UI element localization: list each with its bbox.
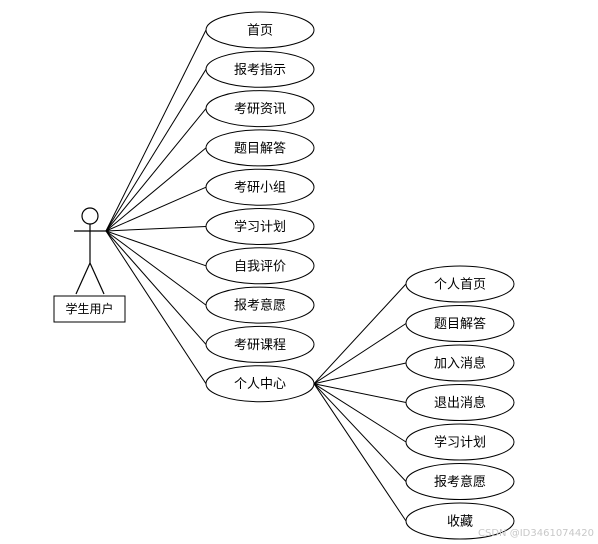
actor-head xyxy=(81,207,99,225)
use-case-label: 报考指示 xyxy=(234,63,286,78)
use-case-ellipse[interactable] xyxy=(205,286,315,324)
use-case-label: 自我评价 xyxy=(234,259,286,274)
use-case-label: 考研资讯 xyxy=(234,102,286,117)
sub-association-line xyxy=(313,283,407,385)
use-case-label: 考研课程 xyxy=(234,338,286,353)
use-case-ellipse[interactable] xyxy=(205,247,315,285)
sub-association-lines xyxy=(313,283,407,522)
actor-label: 学生用户 xyxy=(65,301,113,316)
sub-use-case-5[interactable]: 报考意愿 xyxy=(405,463,515,500)
use-case-ellipse[interactable] xyxy=(205,168,315,206)
use-case-ellipse[interactable] xyxy=(205,11,315,49)
use-case-label: 学习计划 xyxy=(234,219,286,235)
sub-use-case-label: 退出消息 xyxy=(434,395,486,411)
sub-use-case-label: 学习计划 xyxy=(434,435,486,451)
use-case-0[interactable]: 首页 xyxy=(205,11,315,49)
actor-left-leg xyxy=(75,262,91,295)
sub-association-line xyxy=(313,323,407,385)
use-case-label: 个人中心 xyxy=(234,377,286,392)
sub-use-case-label: 收藏 xyxy=(447,515,473,530)
sub-use-case-1[interactable]: 题目解答 xyxy=(405,305,515,342)
sub-use-case-ellipse[interactable] xyxy=(405,344,515,382)
sub-association-line xyxy=(313,383,407,482)
sub-use-case-ellipse[interactable] xyxy=(405,384,515,421)
actor-label-box xyxy=(53,295,126,323)
use-case-8[interactable]: 考研课程 xyxy=(205,325,315,363)
watermark: CSDN @ID3461074420 xyxy=(478,528,594,539)
association-line xyxy=(105,108,207,232)
sub-use-case-label: 个人首页 xyxy=(434,278,486,293)
use-case-6[interactable]: 自我评价 xyxy=(205,247,315,285)
association-line xyxy=(105,226,207,232)
student-actor: 学生用户 xyxy=(53,207,126,323)
actor-right-leg xyxy=(89,262,105,295)
association-line xyxy=(105,230,207,267)
sub-association-line xyxy=(313,383,407,403)
use-case-ellipse[interactable] xyxy=(205,365,315,403)
use-case-4[interactable]: 考研小组 xyxy=(205,168,315,206)
sub-use-case-4[interactable]: 学习计划 xyxy=(405,423,515,461)
sub-association-line xyxy=(313,362,407,385)
association-lines xyxy=(105,29,207,384)
use-case-7[interactable]: 报考意愿 xyxy=(205,286,315,324)
use-case-9[interactable]: 个人中心 xyxy=(205,365,315,403)
sub-use-case-ellipse[interactable] xyxy=(405,265,515,303)
use-case-ellipse[interactable] xyxy=(205,325,315,363)
association-line xyxy=(105,230,207,384)
association-line xyxy=(105,147,207,232)
use-case-ellipse[interactable] xyxy=(205,129,315,167)
sub-use-case-label: 报考意愿 xyxy=(434,474,486,490)
use-case-3[interactable]: 题目解答 xyxy=(205,129,315,167)
use-case-label: 报考意愿 xyxy=(234,298,286,314)
sub-use-case-label: 加入消息 xyxy=(434,356,486,372)
sub-use-case-3[interactable]: 退出消息 xyxy=(405,384,515,421)
association-line xyxy=(105,29,207,232)
sub-use-case-ellipse[interactable] xyxy=(405,423,515,461)
use-case-ellipse[interactable] xyxy=(205,50,315,88)
use-case-label: 题目解答 xyxy=(234,140,286,156)
use-case-5[interactable]: 学习计划 xyxy=(205,208,315,245)
association-line xyxy=(105,186,207,232)
sub-use-case-2[interactable]: 加入消息 xyxy=(405,344,515,382)
use-case-label: 考研小组 xyxy=(234,181,286,196)
sub-use-case-6[interactable]: 收藏 xyxy=(405,502,515,540)
sub-use-case-ellipse[interactable] xyxy=(405,305,515,342)
use-case-2[interactable]: 考研资讯 xyxy=(205,90,315,128)
sub-use-case-ellipse[interactable] xyxy=(405,463,515,500)
sub-association-line xyxy=(313,383,407,443)
association-line xyxy=(105,69,207,232)
sub-use-case-ellipse[interactable] xyxy=(405,502,515,540)
sub-use-case-0[interactable]: 个人首页 xyxy=(405,265,515,303)
association-line xyxy=(105,230,207,306)
use-case-label: 首页 xyxy=(247,24,273,39)
use-case-ellipse[interactable] xyxy=(205,90,315,128)
sub-association-line xyxy=(313,383,407,522)
use-case-1[interactable]: 报考指示 xyxy=(205,50,315,88)
use-case-ellipse[interactable] xyxy=(205,208,315,245)
sub-use-case-label: 题目解答 xyxy=(434,316,486,332)
association-line xyxy=(105,230,207,345)
